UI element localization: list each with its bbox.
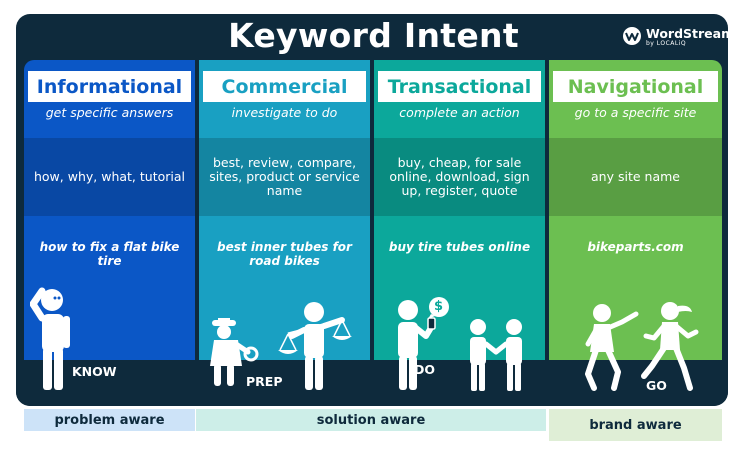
brand-name: WordStream xyxy=(646,26,735,41)
column-example: bikeparts.com xyxy=(587,240,684,254)
phone-person-icon xyxy=(398,300,436,390)
column-example: buy tire tubes online xyxy=(388,240,531,254)
column-heading: Informational xyxy=(28,71,191,102)
keyword-band xyxy=(374,138,545,216)
column-subtitle: investigate to do xyxy=(231,105,338,120)
column-heading: Navigational xyxy=(553,71,718,102)
handshake-icon xyxy=(470,319,522,391)
column-subtitle: complete an action xyxy=(399,105,520,120)
pointing-person-icon xyxy=(585,304,639,391)
keyword-band xyxy=(199,138,370,216)
page-title: Keyword Intent xyxy=(228,16,519,55)
awareness-brand: brand aware xyxy=(549,409,722,441)
column-heading: Commercial xyxy=(203,71,366,102)
column-example: best inner tubes for road bikes xyxy=(217,240,352,268)
dollar-bubble-icon xyxy=(428,297,449,319)
column-keywords: any site name xyxy=(591,169,680,184)
keyword-band xyxy=(24,138,195,216)
column-subtitle: go to a specific site xyxy=(574,105,697,120)
column-keywords: buy, cheap, for sale online, download, s… xyxy=(389,155,530,198)
action-label-know: KNOW xyxy=(72,364,117,379)
column-keywords: best, review, compare, sites, product or… xyxy=(209,155,360,198)
dollar-sign: $ xyxy=(434,299,444,314)
scale-person-icon xyxy=(278,302,352,390)
column-informational: Informational get specific answers how, … xyxy=(24,60,195,380)
action-label-do: DO xyxy=(414,362,436,377)
column-subtitle: get specific answers xyxy=(45,105,174,120)
wordstream-logo-icon xyxy=(623,27,641,45)
brand-sub: by LOCALiQ xyxy=(646,40,687,47)
action-band xyxy=(16,360,728,406)
awareness-solution: solution aware xyxy=(196,409,546,431)
action-label-prep: PREP xyxy=(246,374,283,389)
thinking-person-icon xyxy=(30,287,70,390)
running-person-icon xyxy=(641,302,699,391)
column-example: how to fix a flat bike tire xyxy=(39,240,180,268)
column-keywords: how, why, what, tutorial xyxy=(33,169,185,184)
awareness-problem: problem aware xyxy=(24,409,195,431)
keyword-band xyxy=(549,138,722,216)
action-label-go: GO xyxy=(646,378,667,393)
magnifier-person-icon xyxy=(210,318,259,386)
column-heading: Transactional xyxy=(378,71,541,102)
column-navigational: Navigational go to a specific site any s… xyxy=(549,60,722,380)
